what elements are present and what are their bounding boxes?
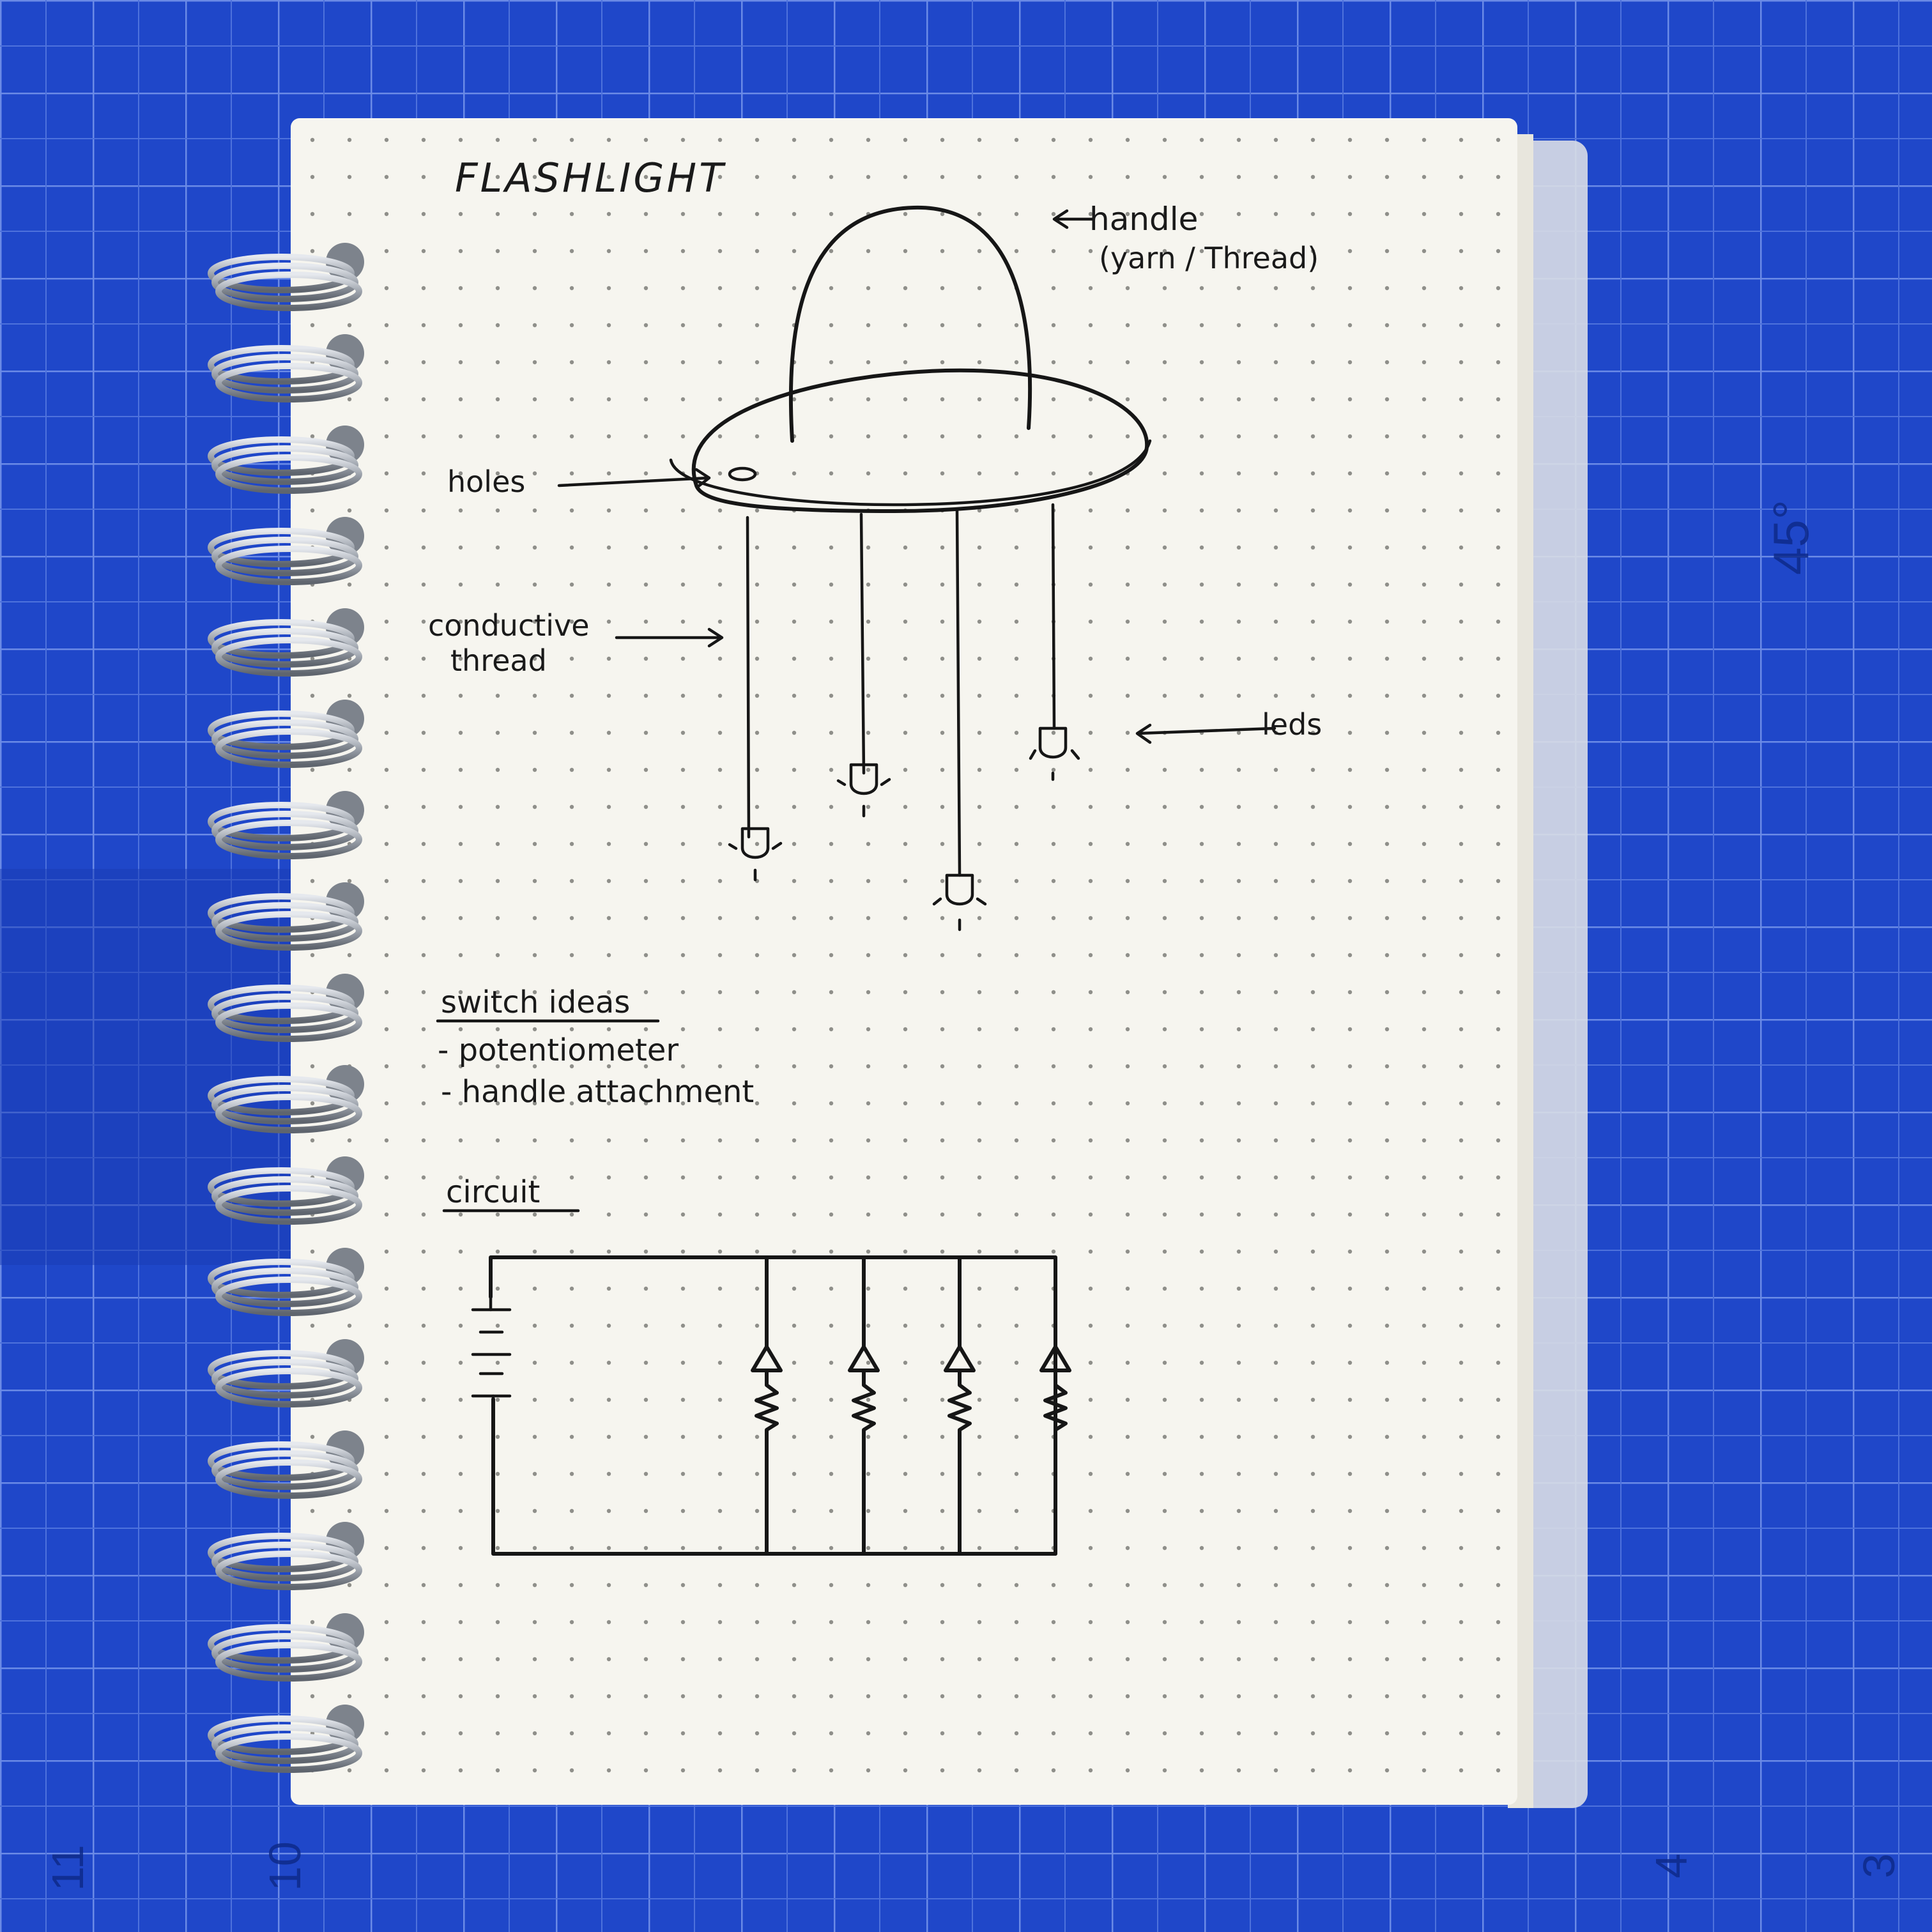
thread-line-1: [747, 518, 749, 837]
mat-ruler-number-2: 10: [260, 1841, 310, 1891]
circuit-heading: circuit: [446, 1174, 540, 1210]
mat-ruler-number-3: 4: [1646, 1853, 1696, 1878]
switch-heading: switch ideas: [441, 985, 630, 1020]
handle-sublabel: (yarn / Thread): [1099, 241, 1319, 275]
thread-line-4: [1053, 505, 1054, 728]
mat-ruler-number-4: 3: [1854, 1853, 1904, 1878]
handle-label: handle: [1089, 201, 1198, 238]
holes-label: holes: [447, 464, 525, 499]
switch-item-2: - handle attachment: [441, 1074, 754, 1110]
thread-sublabel: thread: [450, 643, 547, 678]
mat-ruler-number-1: 11: [43, 1844, 93, 1891]
page-title: FLASHLIGHT: [455, 155, 726, 201]
mat-angle-label: 45°: [1763, 500, 1819, 575]
thread-label: conductive: [428, 608, 590, 643]
leds-label: leds: [1262, 707, 1322, 742]
switch-item-1: - potentiometer: [438, 1032, 678, 1068]
